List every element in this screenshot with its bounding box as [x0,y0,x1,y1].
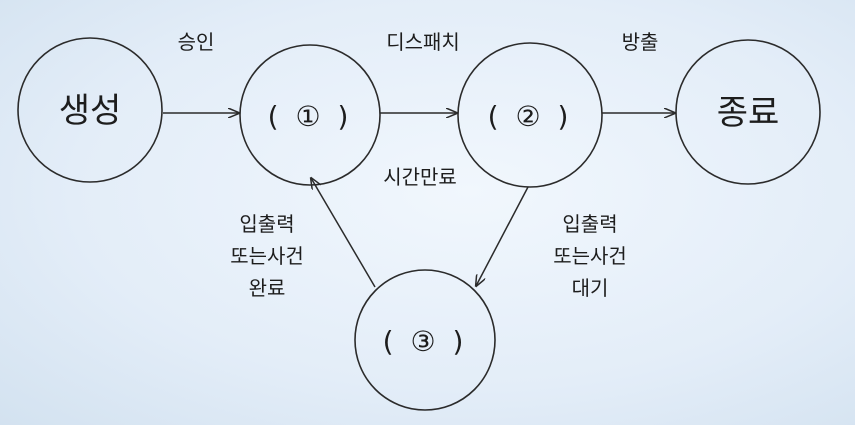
edge-io-complete-label-line-2: 또는사건 [230,244,304,268]
edge-io-wait-label: 입출력 또는사건 대기 [553,212,627,300]
edge-timeout-label: 시간만료 [383,165,457,189]
edge-io-complete-label-line-1: 입출력 [239,212,294,236]
node-terminate-label: 종료 [717,93,780,133]
edge-io-wait-label-line-3: 대기 [572,276,609,300]
node-state-1: ( ① ) [239,44,381,186]
edge-exit-label: 방출 [622,30,659,54]
edge-io-complete-arrow [311,178,376,288]
edge-admit-label: 승인 [178,30,215,54]
node-state-3: ( ③ ) [354,269,496,411]
edge-io-complete-label: 입출력 또는사건 완료 [230,212,304,300]
edge-io-wait-label-line-1: 입출력 [562,212,617,236]
node-state-2: ( ② ) [457,42,603,188]
edge-io-complete-label-line-3: 완료 [249,276,286,300]
edge-dispatch-label: 디스패치 [386,30,460,54]
node-create-label: 생성 [59,91,122,131]
edge-io-wait-label-line-2: 또는사건 [553,244,627,268]
edge-io-wait-arrow [476,186,529,286]
node-terminate: 종료 [675,39,821,185]
node-state-2-label: ( ② ) [488,100,573,133]
node-create: 생성 [17,37,163,183]
node-state-1-label: ( ① ) [268,100,353,133]
node-state-3-label: ( ③ ) [383,325,468,358]
